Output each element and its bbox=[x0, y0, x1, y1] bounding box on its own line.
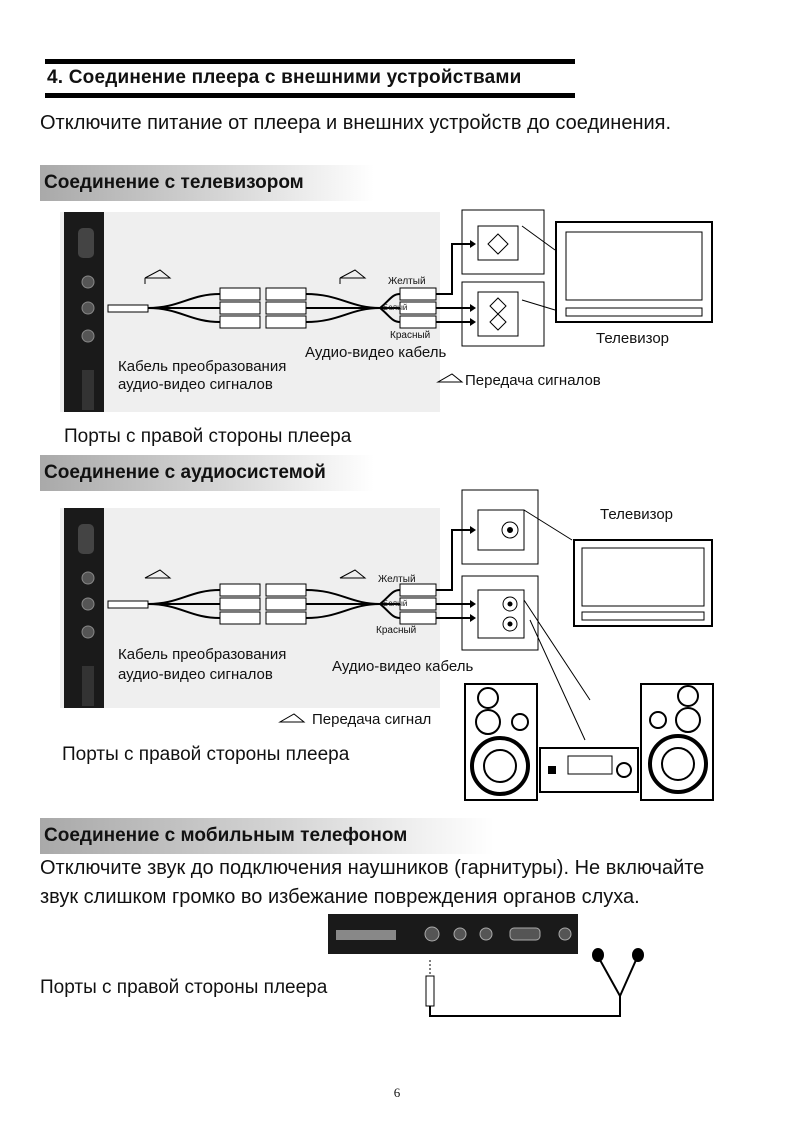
page-title: 4. Соединение плеера с внешними устройст… bbox=[47, 67, 522, 88]
signal-legend-icon bbox=[278, 713, 306, 723]
intro-text: Отключите питание от плеера и внешних ус… bbox=[40, 112, 672, 134]
label-red: Красный bbox=[390, 330, 431, 341]
page-number: 6 bbox=[393, 1085, 401, 1100]
label-yellow: Желтый bbox=[388, 276, 426, 287]
signal-legend-icon bbox=[436, 373, 464, 383]
label-yellow: Желтый bbox=[378, 574, 416, 585]
section-heading-audio: Соединение с аудиосистемой bbox=[40, 455, 374, 491]
converter-label-line2: аудио-видео сигналов bbox=[118, 666, 273, 683]
headphones-icon bbox=[592, 948, 644, 997]
converter-label-line1: Кабель преобразования bbox=[118, 646, 287, 663]
signal-arrow-icon bbox=[144, 269, 172, 284]
label-red: Красный bbox=[376, 625, 417, 636]
header-rule-bottom bbox=[45, 93, 575, 98]
section-heading-tv: Соединение с телевизором bbox=[40, 165, 374, 201]
header-rule-top bbox=[45, 59, 575, 64]
signal-arrow-icon bbox=[339, 569, 367, 579]
converter-label-line2: аудио-видео сигналов bbox=[118, 376, 273, 393]
ports-caption-tv: Порты с правой стороны плеера bbox=[64, 426, 352, 447]
speaker-right-icon bbox=[640, 683, 714, 801]
rca-connectors-left bbox=[219, 287, 307, 329]
tv-label: Телевизор bbox=[600, 506, 674, 523]
label-white: Белый bbox=[383, 303, 408, 312]
ports-caption-audio: Порты с правой стороны плеера bbox=[62, 744, 350, 765]
converter-label-line1: Кабель преобразования bbox=[118, 358, 287, 375]
rca-connectors-right bbox=[399, 287, 437, 329]
warning-line-2: звук слишком громко во избежание поврежд… bbox=[40, 886, 640, 908]
signal-arrow-icon bbox=[339, 269, 367, 284]
signal-legend-label: Передача сигналов bbox=[465, 372, 601, 389]
signal-arrow-icon bbox=[144, 569, 172, 579]
amplifier-icon bbox=[539, 747, 639, 793]
speaker-left-icon bbox=[464, 683, 538, 801]
av-cable-label: Аудио-видео кабель bbox=[305, 344, 447, 361]
label-white: Белый bbox=[383, 599, 408, 608]
warning-line-1: Отключите звук до подключения наушников … bbox=[40, 857, 705, 879]
ports-caption-phone: Порты с правой стороны плеера bbox=[40, 977, 328, 998]
section-heading-phone: Соединение с мобильным телефоном bbox=[40, 818, 494, 854]
tv-label: Телевизор bbox=[596, 330, 670, 347]
headphone-jack-icon bbox=[425, 975, 435, 1007]
av-cable-label: Аудио-видео кабель bbox=[332, 658, 474, 675]
signal-legend-label: Передача сигнал bbox=[312, 711, 432, 728]
